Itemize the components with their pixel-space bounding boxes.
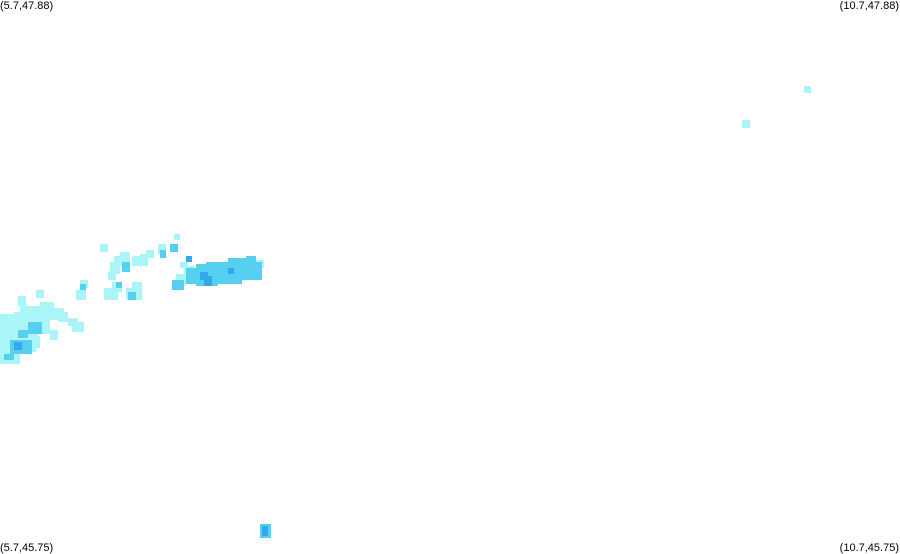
precip-cluster-west bbox=[0, 290, 84, 364]
precip-cluster-midwest bbox=[76, 234, 180, 300]
precip-cluster-central bbox=[172, 256, 264, 290]
corner-coordinate-bottom-right: (10.7,45.75) bbox=[839, 542, 899, 554]
precip-cell-south bbox=[260, 524, 271, 538]
precip-cells-northeast bbox=[742, 86, 811, 128]
corner-coordinate-top-left: (5.7,47.88) bbox=[0, 0, 54, 12]
corner-coordinate-top-right: (10.7,47.88) bbox=[839, 0, 899, 12]
corner-coordinate-bottom-left: (5.7,45.75) bbox=[0, 542, 54, 554]
